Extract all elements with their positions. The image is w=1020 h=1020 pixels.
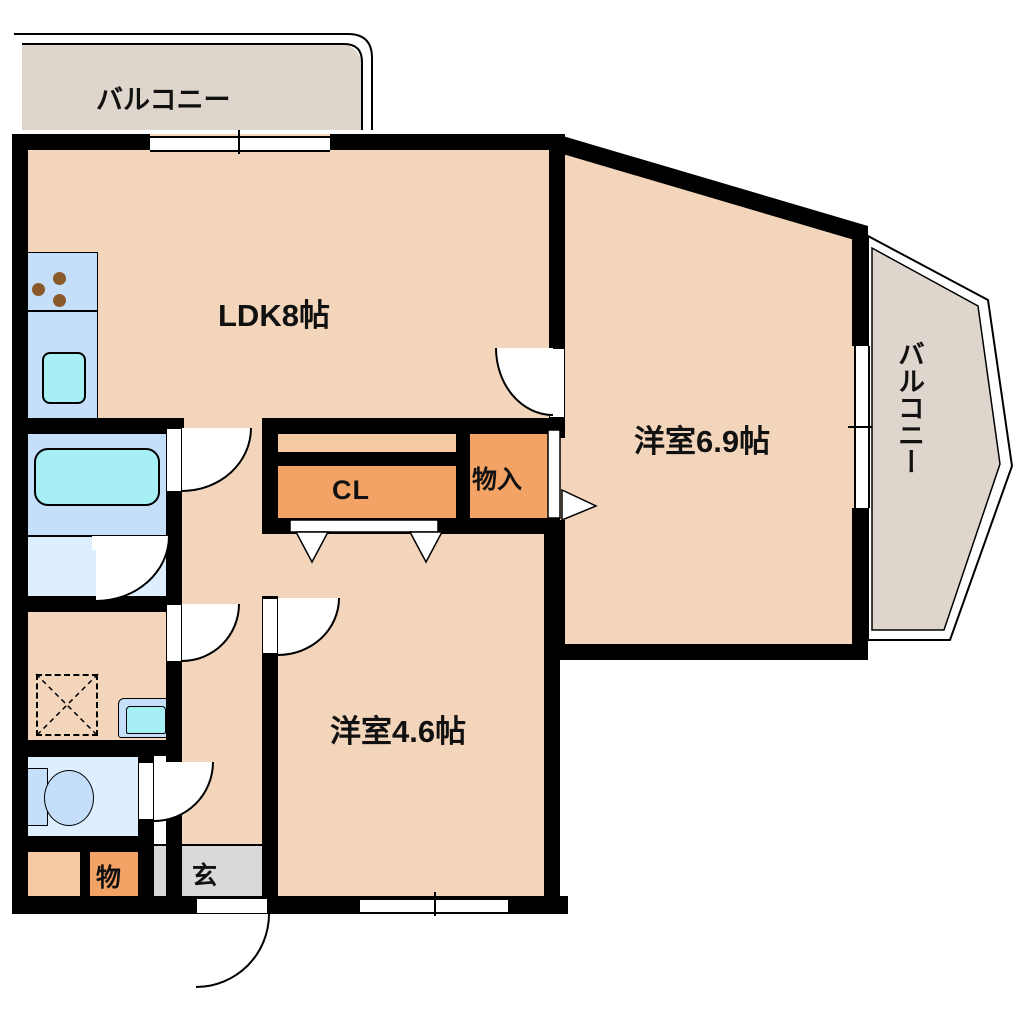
wall-ldk-top-right: [330, 134, 565, 150]
door-washer-opening[interactable]: [166, 604, 182, 662]
wall-bath-bottom: [12, 596, 182, 612]
bedroom-small-window-mullion: [434, 892, 436, 916]
balcony-right-label: バルコニー: [894, 340, 924, 475]
wall-washer-left: [12, 596, 28, 752]
wall-closet-bottom: [262, 518, 552, 534]
stove-burner-2: [53, 294, 66, 307]
door-toilet-opening[interactable]: [138, 762, 154, 820]
door-entrance-swing[interactable]: [196, 914, 270, 988]
storage-small-box: [88, 848, 140, 900]
sink-icon: [42, 352, 86, 404]
door-entrance-opening[interactable]: [196, 898, 268, 914]
wall-closet-top: [262, 418, 552, 434]
storage-closet-label: 物入: [472, 466, 523, 494]
closet-cl: [276, 464, 456, 520]
door-bedroom-small-opening[interactable]: [262, 598, 278, 654]
wall-washer-bottom: [12, 740, 182, 756]
washbasin-bowl: [126, 706, 166, 734]
bedroom-main-window-mullion: [848, 426, 872, 428]
bathtub-icon: [34, 448, 160, 506]
stove-burner-1: [53, 272, 66, 285]
door-bathroom-opening[interactable]: [166, 428, 182, 492]
bedroom-main-room: [556, 140, 868, 658]
storage-small-left-block: [22, 848, 84, 900]
wall-ldk-top-left: [12, 134, 150, 150]
wall-ldk-bottom-left: [12, 418, 184, 434]
washing-machine-space-icon: [36, 674, 98, 736]
wall-toilet-left: [12, 740, 28, 848]
wall-storage-small-divider: [80, 848, 90, 900]
ldk-window: [150, 136, 330, 152]
ldk-window-mullion: [238, 130, 240, 154]
wall-storage-small-right: [138, 848, 154, 900]
bedroom-small-label: 洋室4.6帖: [330, 714, 467, 749]
wall-bedroom-main-bottom: [556, 644, 868, 660]
closet-cl-label: CL: [332, 475, 370, 505]
wall-left-outer-bottom: [12, 836, 28, 914]
wall-ldk-left: [12, 134, 28, 434]
wall-bedroom-small-right: [544, 518, 560, 912]
wall-bedroom-main-right-upper: [852, 226, 868, 346]
kitchen-divider: [24, 310, 98, 312]
storage-small-label: 物: [96, 864, 122, 892]
wall-bedroom-main-right-lower: [852, 508, 868, 660]
wall-bath-left: [12, 418, 28, 610]
bedroom-main-label: 洋室6.9帖: [634, 424, 771, 459]
stove-burner-3: [32, 283, 45, 296]
storage-closet-monoire: [468, 432, 548, 520]
entrance-label: 玄: [192, 862, 218, 890]
closet-upper-shelf: [276, 432, 456, 454]
ldk-room: [12, 134, 565, 434]
wall-corridor-right-lower: [262, 596, 278, 912]
toilet-bowl-icon: [44, 770, 94, 826]
wall-toilet-bottom: [12, 836, 154, 852]
ldk-label: LDK8帖: [218, 298, 330, 333]
balcony-top-label: バルコニー: [96, 85, 231, 115]
wall-closet-divider: [456, 430, 470, 522]
wall-closet-mid: [268, 452, 458, 466]
genkan-step-line: [152, 844, 264, 846]
bedroom-small-room: [268, 530, 558, 910]
wall-corridor-right-upper: [262, 418, 278, 534]
